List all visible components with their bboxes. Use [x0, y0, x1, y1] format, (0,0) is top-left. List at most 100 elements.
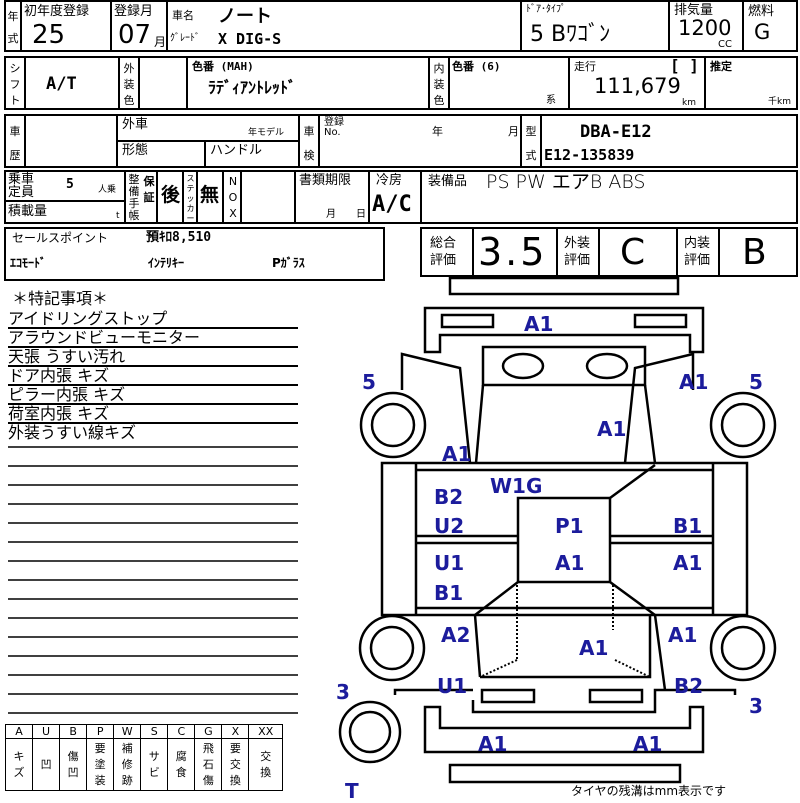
car-name-cell: 車名 ノート ｸﾞﾚｰﾄﾞ X DIG-S	[166, 0, 522, 52]
equipment-label: 装備品	[428, 174, 468, 189]
exterior-score-label: 外装評価	[564, 236, 591, 268]
legend-meaning: 要交換	[229, 741, 241, 787]
estimate-cell: 推定 千km	[704, 56, 798, 110]
note-line: ドア内張 キズ	[8, 367, 298, 386]
scores-box: 総合評価 3.5 外装評価 C 内装評価 B	[420, 227, 798, 277]
tire-depth-label: 3	[749, 694, 763, 718]
damage-label: U2	[434, 514, 465, 538]
tire-depth-label: 5	[362, 370, 376, 394]
first-reg-cell: 初年度登録 25	[20, 0, 112, 52]
model-label: 型式	[525, 125, 537, 162]
windshield-bar	[448, 276, 680, 296]
body-cell: 形態	[116, 140, 206, 168]
shift-value: A/T	[46, 74, 77, 94]
spare-tire-label: T	[345, 779, 359, 803]
grade-value: X DIG-S	[218, 30, 282, 48]
damage-label: A1	[597, 417, 627, 441]
door-type-cell: ﾄﾞｱ･ﾀｲﾌﾟ 5 Bﾜｺﾞﾝ	[520, 0, 670, 52]
reg-no-cell: 登録 No. 年 月	[318, 114, 522, 168]
fuel-label: 燃料	[748, 4, 775, 19]
inspection-month-label: 月	[508, 125, 519, 138]
int-color-cell: 色番 (6) 系	[448, 56, 570, 110]
overall-score: 3.5	[478, 230, 548, 274]
reg-month-value: 07	[118, 20, 152, 50]
month-unit: 月	[154, 35, 167, 49]
docs-cell: 書類期限 月 日	[294, 170, 370, 224]
body	[380, 461, 749, 617]
ac-cell: 冷房 A/C	[368, 170, 422, 224]
interior-score: B	[742, 232, 767, 273]
shift-label-cell: シフト	[4, 56, 26, 110]
legend-meaning: 腐食	[175, 749, 187, 779]
fuel-value: G	[754, 20, 771, 44]
overall-score-label: 総合評価	[430, 236, 457, 268]
sales-point-item: ｲﾝﾃﾘｷｰ	[148, 256, 185, 270]
int-code-label: 色番 (6)	[452, 60, 501, 73]
grade-label: ｸﾞﾚｰﾄﾞ	[170, 33, 200, 44]
handle-label: ハンドル	[210, 143, 263, 158]
ton-unit: t	[116, 211, 120, 221]
mileage-cell: 走行 [ ] 111,679 km	[568, 56, 706, 110]
docs-label: 書類期限	[299, 173, 352, 188]
legend-meaning: キズ	[13, 749, 25, 779]
damage-label: A1	[442, 442, 472, 466]
interior-score-label: 内装評価	[684, 236, 711, 268]
km-unit: km	[682, 98, 696, 108]
car-name: ノート	[218, 6, 272, 27]
exterior-score: C	[620, 232, 646, 273]
rear-bumper	[423, 705, 705, 754]
damage-label: A1	[668, 623, 698, 647]
mileage-bracket: [ ]	[670, 56, 699, 75]
int-color-label: 内装色	[433, 62, 445, 107]
legend-meaning: 飛石傷	[202, 741, 214, 787]
damage-label: A1	[579, 636, 609, 660]
body-label: 形態	[122, 143, 149, 158]
legend-code: XX	[248, 724, 283, 739]
damage-label: A1	[555, 551, 585, 575]
cc-unit: CC	[718, 39, 732, 50]
mileage-value: 111,679	[594, 74, 681, 98]
reg-month-cell: 登録月 07 月	[110, 0, 168, 52]
legend-meaning: 補修跡	[121, 741, 133, 787]
damage-label: A1	[633, 732, 663, 756]
door-type-label: ﾄﾞｱ･ﾀｲﾌﾟ	[526, 4, 566, 15]
note-line: アラウンドビューモニター	[8, 329, 298, 348]
capacity-label: 乗車定員	[8, 172, 35, 200]
rear-bar	[448, 763, 682, 784]
load-cell: 積載量 t	[4, 200, 126, 224]
manual-label: 整備手帳	[128, 173, 140, 222]
sales-mileage-note: 預ｷﾛ8,510	[146, 230, 212, 245]
docs-day-label: 日	[356, 209, 366, 220]
note-line: 外装うすい線キズ	[8, 423, 137, 442]
note-line: 荷室内張 キズ	[8, 405, 298, 424]
door-type-value: 5 Bﾜｺﾞﾝ	[530, 22, 611, 47]
warranty-label: 保証	[143, 175, 155, 204]
tire-depth-label: 5	[749, 370, 763, 394]
damage-label: B1	[434, 581, 464, 605]
fuel-cell: 燃料 G	[742, 0, 798, 52]
damage-label: B1	[673, 514, 703, 538]
tire-depth-label: 3	[336, 680, 350, 704]
int-color-label-cell: 内装色	[428, 56, 450, 110]
ext-color-label-cell: 外装色	[118, 56, 140, 110]
nox-blank	[240, 170, 296, 224]
legend-meaning: 凹	[40, 757, 52, 771]
handle-cell: ハンドル	[204, 140, 300, 168]
damage-label: P1	[555, 514, 584, 538]
history-label: 車歴	[9, 125, 21, 162]
model-year-label: 年モデル	[248, 128, 285, 138]
sales-points-box: セールスポイント 預ｷﾛ8,510 ｴｺﾓｰﾄﾞ ｲﾝﾃﾘｷｰ Pｶﾞﾗｽ	[4, 227, 385, 281]
legend-code: X	[221, 724, 250, 739]
damage-label: B2	[434, 485, 464, 509]
damage-label: W1G	[490, 474, 543, 498]
color-name: ﾗﾃﾞｨｱﾝﾄﾚｯﾄﾞ	[208, 78, 297, 97]
ext-color-label: 外装色	[123, 62, 135, 107]
note-line: アイドリングストップ	[8, 310, 298, 329]
mileage-label: 走行	[574, 60, 596, 73]
kei-label: 系	[546, 95, 556, 106]
sticker-value-cell: 無	[196, 170, 224, 224]
color-code-label: 色番 (MAH)	[192, 60, 254, 73]
damage-label: B2	[674, 674, 704, 698]
